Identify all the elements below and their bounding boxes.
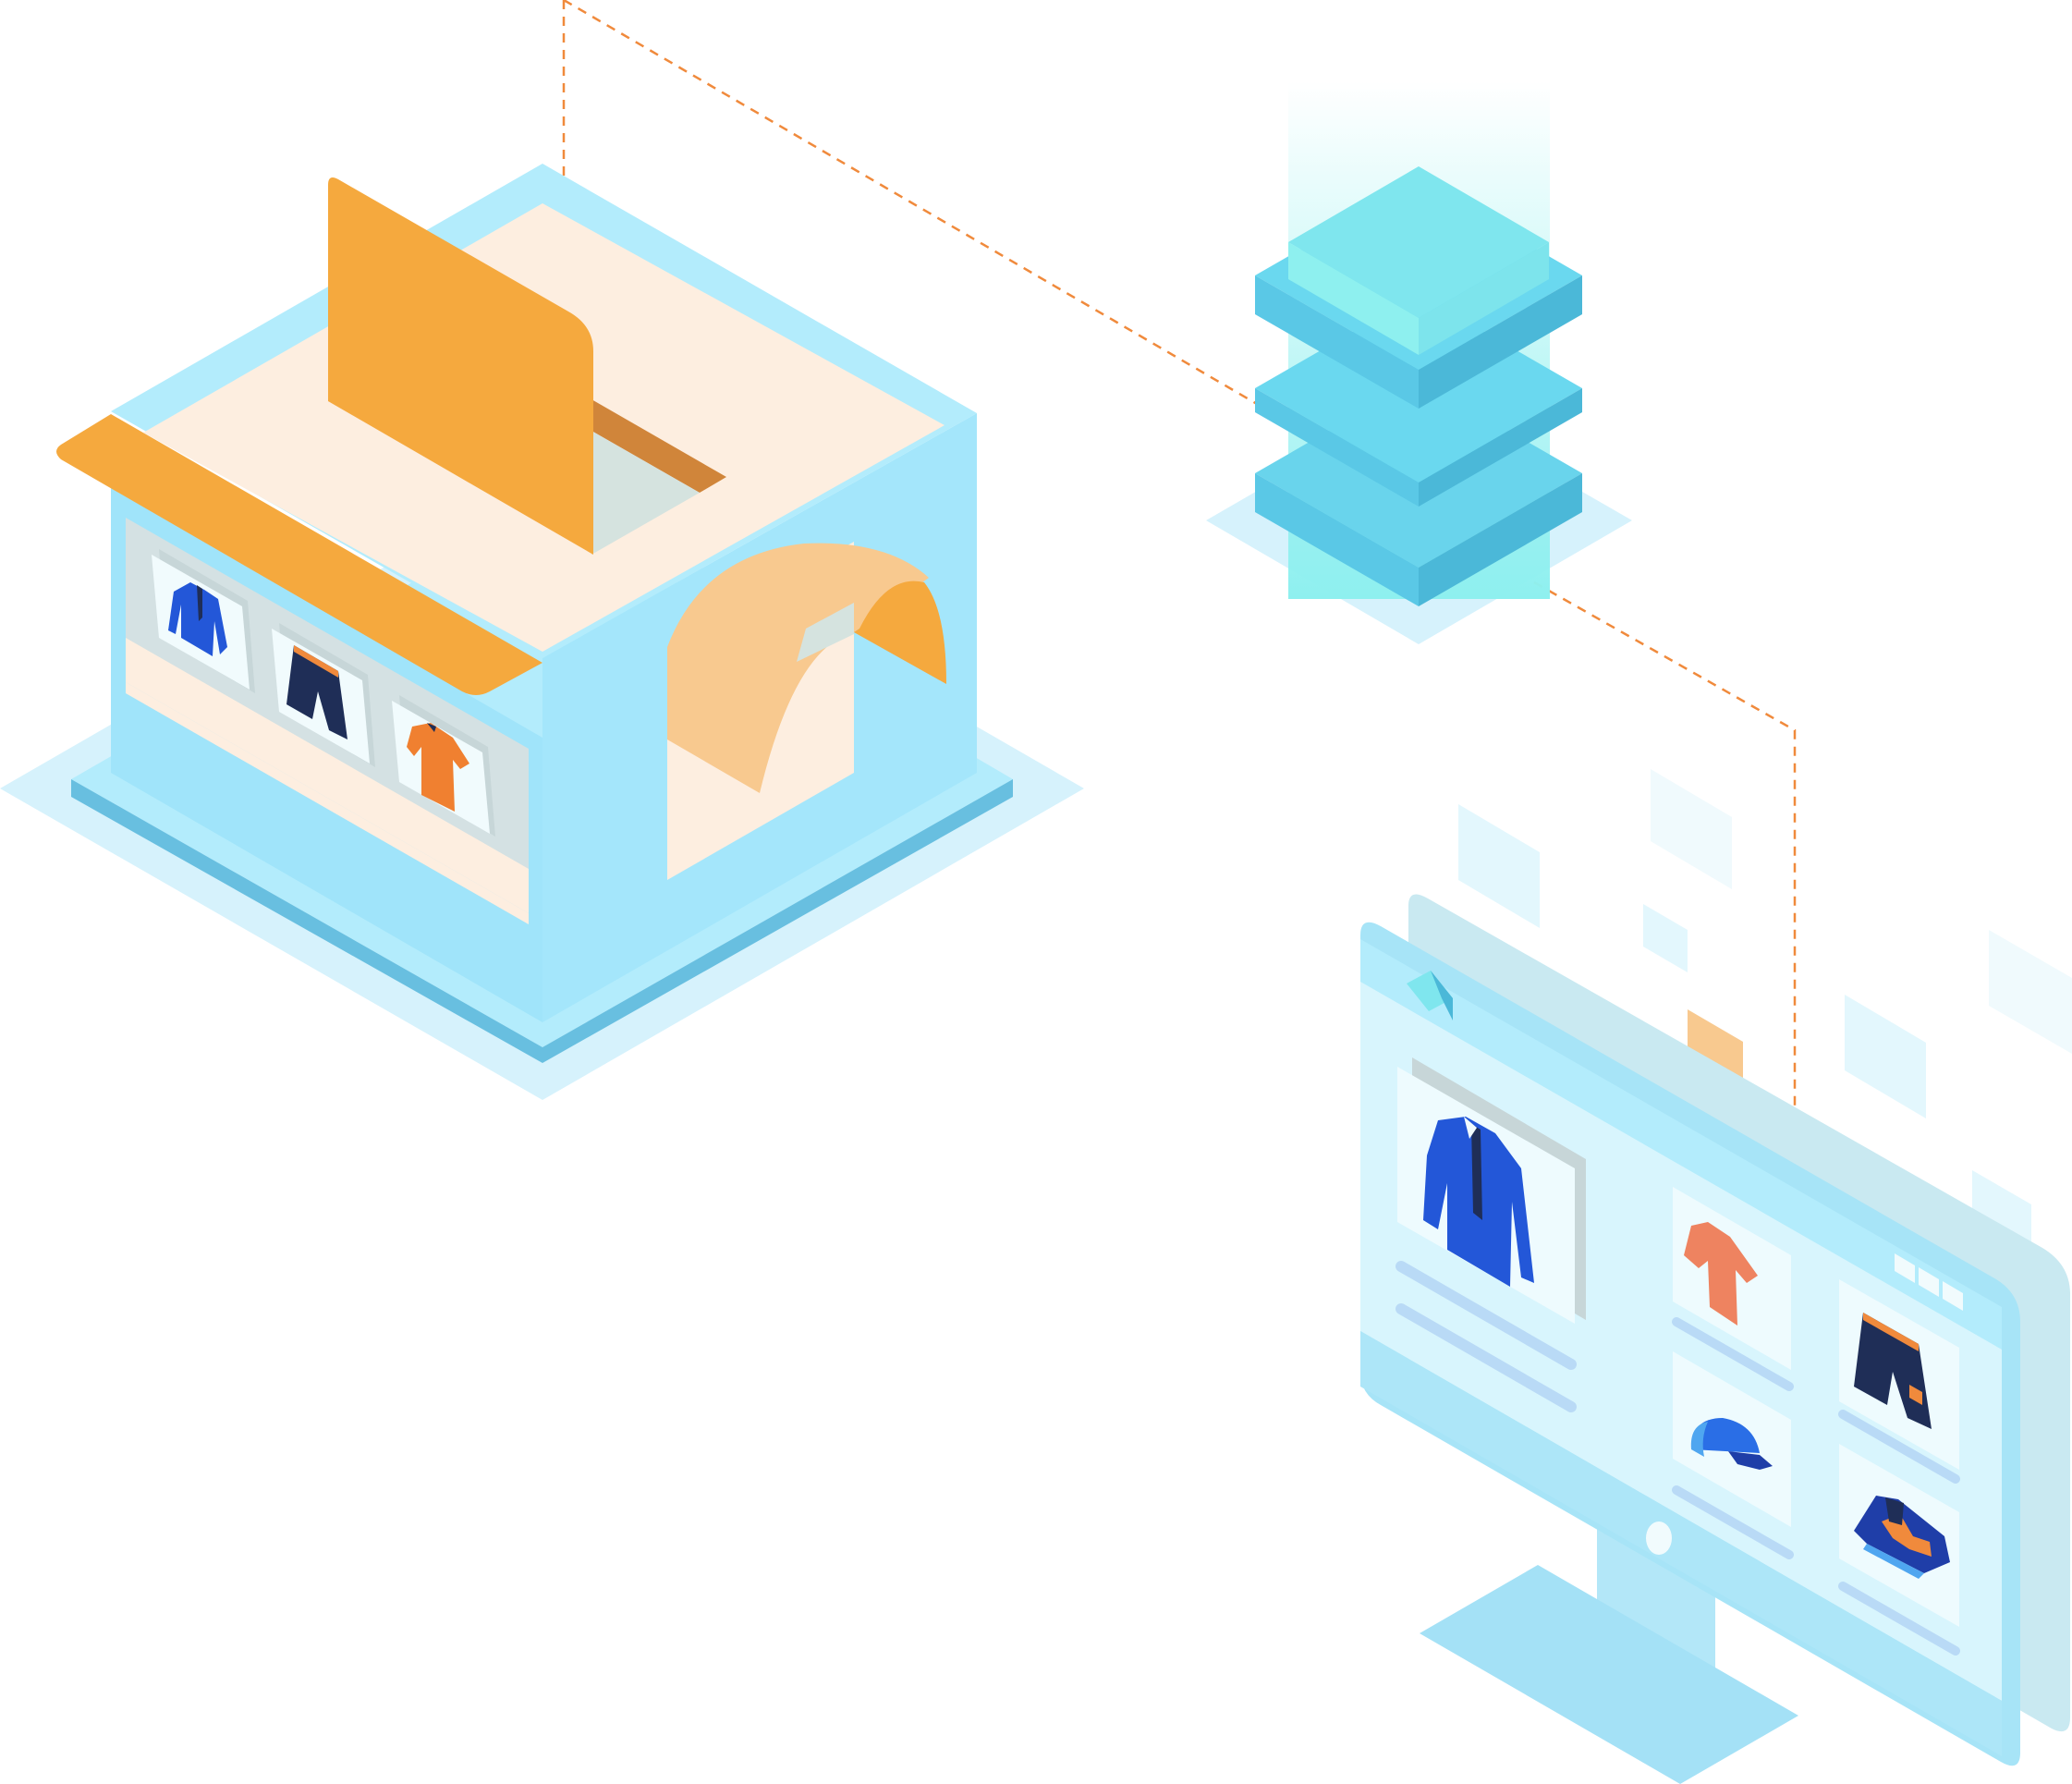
store-logo-icon bbox=[1407, 971, 1453, 1020]
window-item-tshirt bbox=[392, 695, 495, 837]
monitor-power-button bbox=[1646, 1521, 1672, 1555]
server-stack bbox=[1206, 81, 1632, 644]
monitor-stand-base bbox=[1420, 1565, 1798, 1784]
server-to-monitor-line bbox=[1533, 580, 1797, 1114]
product-text-line bbox=[1672, 1317, 1794, 1391]
floating-tile-6 bbox=[1989, 930, 2072, 1054]
window-item-shorts bbox=[272, 623, 375, 767]
product-text-line bbox=[1396, 1303, 1577, 1412]
product-card-tshirt[interactable] bbox=[1672, 1187, 1794, 1391]
shop-door-canopy bbox=[667, 543, 929, 793]
shop-base-side-right bbox=[542, 779, 1013, 1063]
monitor-chin bbox=[1360, 1331, 2002, 1756]
shop-building bbox=[0, 164, 1084, 1100]
window-control-1[interactable] bbox=[1895, 1253, 1915, 1283]
shop-door-inner-shade bbox=[797, 603, 854, 662]
shop-door-canopy-edge bbox=[854, 580, 946, 684]
roof-opening-floor bbox=[591, 431, 700, 555]
featured-product-card[interactable] bbox=[1396, 1057, 1586, 1412]
shop-sign-board bbox=[328, 177, 593, 555]
server-top-cube bbox=[1288, 166, 1549, 355]
window-control-2[interactable] bbox=[1919, 1267, 1939, 1297]
shop-base-side-left bbox=[71, 779, 542, 1063]
roof-opening-shadow bbox=[591, 399, 726, 493]
product-text-line bbox=[1672, 1485, 1794, 1559]
window-band-light bbox=[126, 682, 529, 924]
shorts-icon bbox=[286, 645, 347, 739]
floating-tile-3 bbox=[1643, 904, 1688, 972]
window-control-3[interactable] bbox=[1943, 1281, 1963, 1311]
floating-tile-1 bbox=[1458, 804, 1540, 928]
shirt-icon bbox=[168, 582, 227, 656]
floating-tile-5 bbox=[1845, 995, 1926, 1118]
window-item-shirt bbox=[152, 549, 255, 693]
browser-top-bar bbox=[1360, 939, 2002, 1350]
product-text-line bbox=[1838, 1582, 1960, 1656]
shorts-icon bbox=[1854, 1313, 1932, 1429]
floating-tile-2 bbox=[1651, 769, 1732, 889]
product-text-line bbox=[1396, 1261, 1577, 1370]
tshirt-icon bbox=[1684, 1222, 1758, 1326]
monitor bbox=[1360, 894, 2070, 1784]
product-card-shorts[interactable] bbox=[1838, 1279, 1960, 1484]
window-controls bbox=[1895, 1253, 1963, 1311]
cap-icon bbox=[1690, 1418, 1773, 1470]
tshirt-icon bbox=[407, 723, 469, 812]
shop-awning bbox=[56, 414, 542, 695]
monitor-stand-neck bbox=[1597, 1501, 1715, 1697]
product-card-sneakers[interactable] bbox=[1838, 1444, 1960, 1656]
product-text-line bbox=[1838, 1410, 1960, 1484]
sneakers-icon bbox=[1854, 1496, 1950, 1579]
product-card-cap[interactable] bbox=[1672, 1351, 1794, 1559]
shirt-icon bbox=[1423, 1117, 1534, 1287]
window-band-cream bbox=[126, 638, 529, 913]
